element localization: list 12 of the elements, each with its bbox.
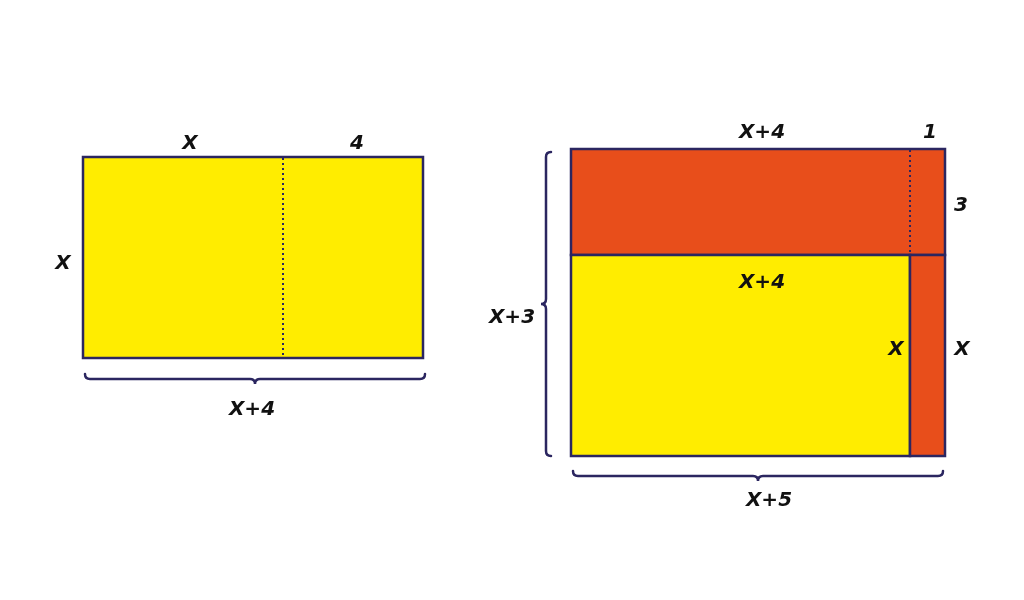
dimension-label: 4 xyxy=(350,132,364,152)
dimension-label: X+4 xyxy=(738,121,786,141)
dimension-label: X+3 xyxy=(488,306,536,326)
dimension-label: 1 xyxy=(923,121,937,141)
dimension-label: X xyxy=(954,338,970,358)
dimension-label: X+5 xyxy=(745,489,793,509)
dimension-label: X xyxy=(888,338,904,358)
dimension-label: X xyxy=(182,132,198,152)
dimension-label: X+4 xyxy=(738,271,786,291)
dimension-label: X+4 xyxy=(228,398,276,418)
dimension-label: X xyxy=(55,252,71,272)
dimension-label: 3 xyxy=(954,194,968,214)
